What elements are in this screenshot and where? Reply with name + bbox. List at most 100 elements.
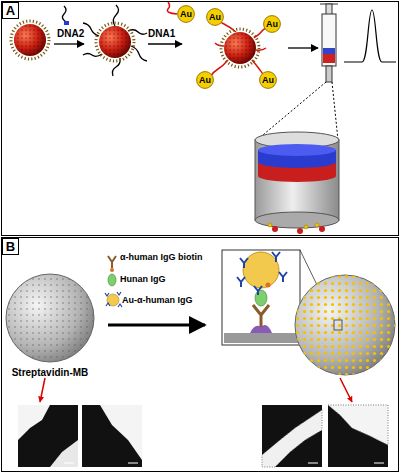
panel-frame <box>2 2 399 236</box>
electrode-cylinder <box>268 223 272 227</box>
micrograph <box>82 405 142 467</box>
micrograph <box>374 463 384 464</box>
electrode-cylinder <box>258 144 336 156</box>
step-arrow <box>54 43 84 44</box>
electrode-cylinder <box>272 226 278 232</box>
electrode-cylinder <box>255 212 339 228</box>
antibody-icon <box>105 256 122 307</box>
panel-frame <box>2 238 399 472</box>
dna-strand <box>167 2 177 14</box>
process-arrow <box>108 325 205 326</box>
zoom-inset <box>243 252 279 288</box>
zoom-inset <box>253 305 269 327</box>
signal-peak <box>344 10 396 62</box>
electrode-syringe <box>320 4 338 82</box>
micrograph <box>100 405 142 460</box>
gold-circle <box>260 72 277 89</box>
particle-label: Au <box>262 76 274 85</box>
nanoparticle <box>210 20 270 77</box>
gold-labelled-bead <box>295 275 395 375</box>
annotation-label: Streptavidin-MB <box>0 367 100 378</box>
antibody-icon <box>108 274 116 286</box>
electrode-cylinder <box>258 170 336 182</box>
micrograph <box>18 405 78 467</box>
micrograph <box>64 463 74 464</box>
gold-labelled-bead <box>295 275 395 375</box>
micrograph <box>328 405 388 445</box>
zoom-line <box>332 82 338 140</box>
zoom-inset <box>237 252 287 295</box>
micrograph <box>262 405 322 467</box>
antibody-icon <box>105 292 122 307</box>
particle-label: Au <box>180 10 192 19</box>
dna-strand <box>64 21 69 25</box>
gold-circle <box>207 9 224 26</box>
panel-letter: A <box>6 4 15 17</box>
annotation-label: DNA1 <box>148 28 175 39</box>
annotation-label: Au-α-human IgG <box>122 296 193 306</box>
micrograph <box>308 463 318 464</box>
panel-label-box: A <box>2 2 19 19</box>
nanoparticle <box>210 20 270 77</box>
annotation-label: α-human IgG biotin <box>120 253 203 263</box>
electrode-cylinder <box>304 225 308 229</box>
micrograph <box>262 405 322 467</box>
dna-strand <box>167 2 177 14</box>
electrode-syringe <box>322 14 336 66</box>
pointer-arrow <box>340 378 352 402</box>
gold-particle: Au <box>206 8 224 26</box>
micrograph <box>50 440 78 467</box>
dna-strand <box>62 6 69 25</box>
particle-label: Au <box>199 76 211 85</box>
gold-particle: Au <box>177 5 195 23</box>
gold-circle <box>178 6 195 23</box>
micrograph <box>18 405 78 467</box>
particle-label: Au <box>209 13 221 22</box>
zoom-line <box>257 82 326 140</box>
gold-particle: Au <box>263 15 281 33</box>
antibody-icon <box>108 256 116 268</box>
antibody-icon <box>110 268 114 272</box>
zoom-inset <box>222 250 300 345</box>
nanoparticle <box>14 24 46 56</box>
nanoparticle <box>83 5 147 76</box>
nanoparticle <box>14 24 46 56</box>
step-arrow <box>288 47 318 48</box>
nanoparticle <box>83 5 147 76</box>
nanoparticle <box>99 26 131 58</box>
zoom-inset <box>224 333 298 343</box>
zoom-inset <box>222 250 300 345</box>
gold-particle: Au <box>259 71 277 89</box>
pointer-arrow <box>40 378 45 402</box>
nanoparticle <box>96 23 134 61</box>
panel-letter: B <box>6 240 15 253</box>
micrograph <box>262 410 322 467</box>
zoom-line <box>257 82 338 140</box>
nanoparticle <box>11 21 49 59</box>
particle-label: Au <box>266 20 278 29</box>
nanoparticle <box>221 29 259 67</box>
nanoparticle <box>99 26 131 58</box>
panel-label-box: B <box>2 238 19 255</box>
electrode-syringe <box>323 48 335 54</box>
process-arrow <box>108 324 205 327</box>
electrode-cylinder <box>255 132 339 234</box>
gold-labelled-bead <box>334 320 342 330</box>
electrode-cylinder <box>319 226 325 232</box>
nanoparticle <box>224 32 256 64</box>
micrograph <box>328 405 388 467</box>
magnetic-bead <box>6 274 94 362</box>
micrograph <box>128 463 138 464</box>
gold-circle <box>264 16 281 33</box>
pointer-arrow <box>40 378 352 402</box>
signal-peak <box>344 10 396 62</box>
dna-strand <box>62 6 66 22</box>
gold-labelled-bead <box>295 275 395 375</box>
zoom-inset <box>255 290 267 306</box>
step-arrow <box>148 43 182 44</box>
annotation-label: DNA2 <box>57 28 84 39</box>
electrode-cylinder <box>297 228 303 234</box>
nanoparticle <box>11 21 49 59</box>
